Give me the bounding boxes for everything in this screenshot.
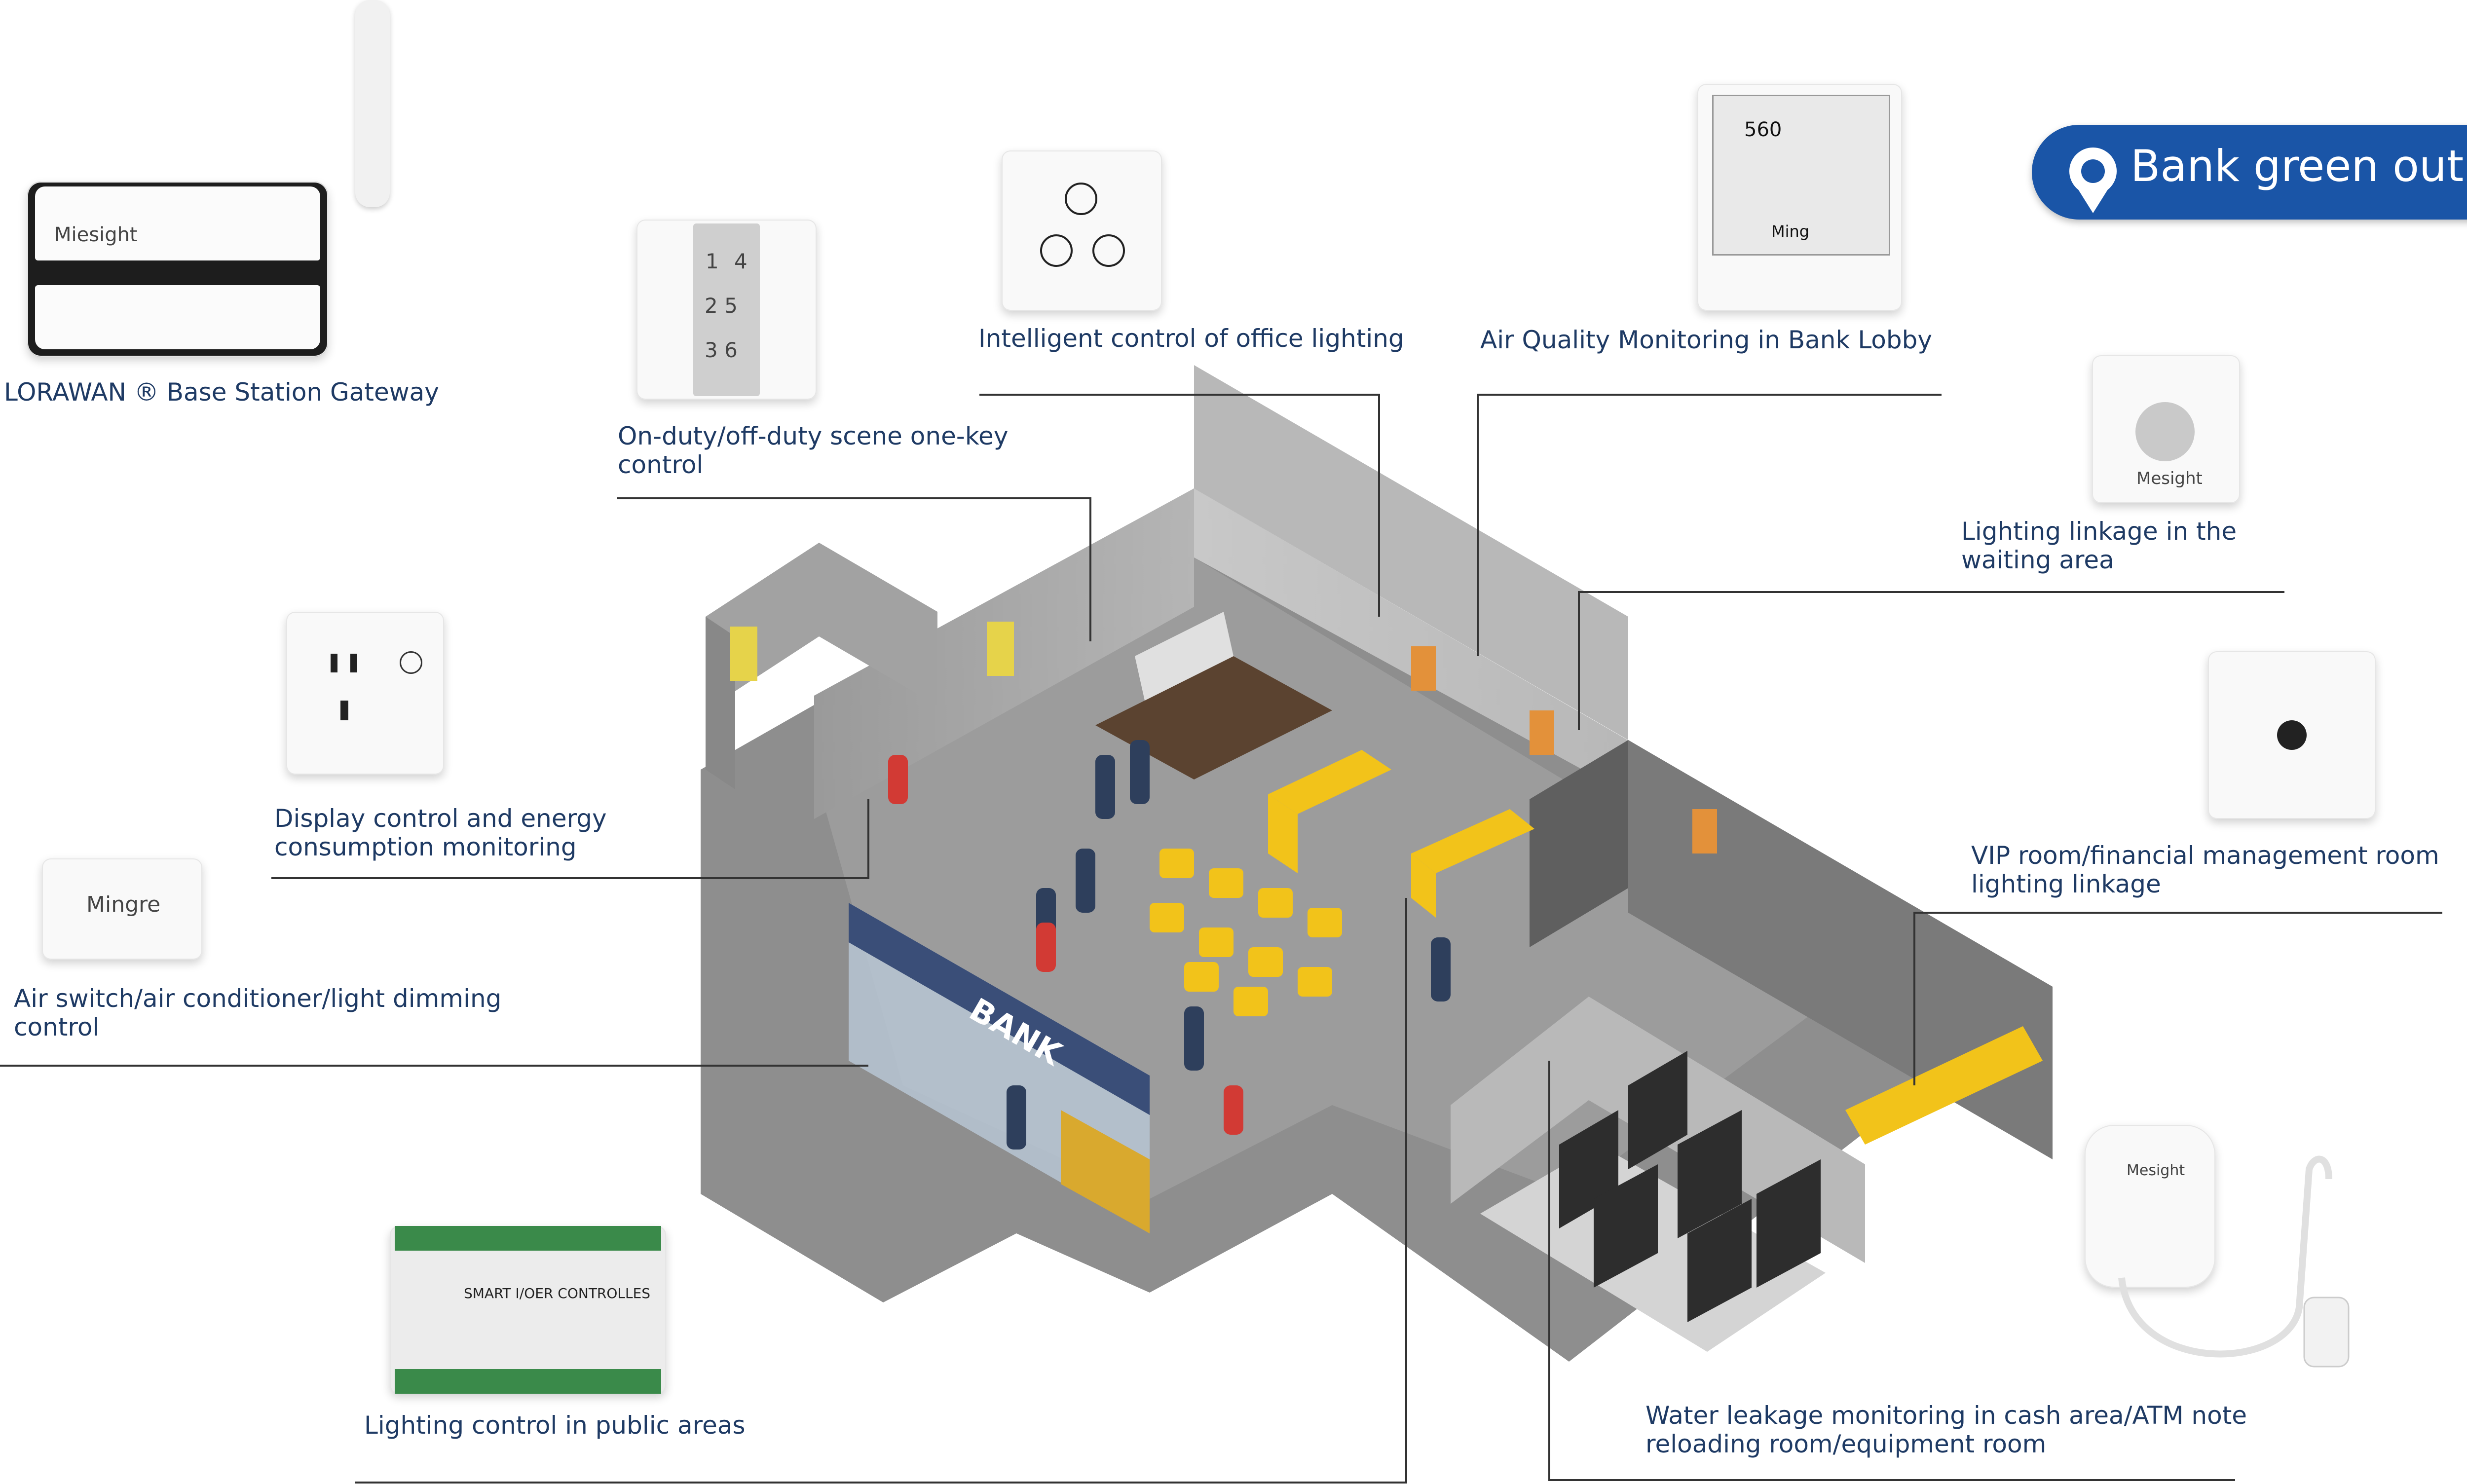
sensor-cable <box>2118 1155 2350 1368</box>
caption-switch-module: Air switch/air conditioner/light dimming… <box>14 984 502 1041</box>
scene-key-1: 1 <box>706 249 719 273</box>
caption-socket: Display control and energy consumption m… <box>274 804 607 861</box>
caption-controller: Lighting control in public areas <box>364 1411 746 1440</box>
scene-key-3-6: 3 6 <box>705 338 738 362</box>
smart-socket-device <box>286 612 444 775</box>
caption-scene-panel: On-duty/off-duty scene one-key control <box>618 422 1009 479</box>
caption-vip-room: VIP room/financial management room light… <box>1971 841 2439 898</box>
building-floor: BANK <box>701 365 2053 1362</box>
antenna <box>355 0 390 207</box>
scene-panel-device: 1 4 2 5 3 6 <box>636 220 817 400</box>
title-badge: Bank green outlets <box>2032 125 2467 220</box>
ceiling-sensor-device <box>2208 651 2376 819</box>
caption-water-leak: Water leakage monitoring in cash area/AT… <box>1645 1401 2247 1458</box>
water-leak-sensor-device: Mesight <box>2085 1125 2215 1288</box>
air-quality-monitor-device: 560 Ming <box>1697 84 1902 311</box>
switch-module-brand: Mingre <box>86 892 161 917</box>
three-key-switch-device <box>1002 150 1162 311</box>
motion-sensor-brand: Mesight <box>2136 469 2203 488</box>
air-quality-brand: Ming <box>1771 222 1810 241</box>
title-text: Bank green outlets <box>2131 141 2467 191</box>
gateway-device: Miesight <box>27 182 328 357</box>
caption-waiting-area: Lighting linkage in the waiting area <box>1961 517 2237 574</box>
leader-lines <box>0 394 2442 1484</box>
scene-key-4: 4 <box>734 249 748 273</box>
gateway-brand: Miesight <box>54 223 138 246</box>
caption-air-quality: Air Quality Monitoring in Bank Lobby <box>1480 326 1932 354</box>
caption-gateway: LORAWAN ® Base Station Gateway <box>4 378 439 407</box>
io-controller-device: SMART I/OER CONTROLLES <box>390 1226 666 1394</box>
location-pin-icon <box>2069 148 2117 213</box>
switch-module-device: Mingre <box>42 858 202 960</box>
io-controller-label: SMART I/OER CONTROLLES <box>464 1285 651 1301</box>
motion-sensor-device: Mesight <box>2092 355 2240 503</box>
water-leak-brand: Mesight <box>2127 1162 2185 1179</box>
caption-office-lighting: Intelligent control of office lighting <box>978 324 1404 353</box>
scene-key-2-5: 2 5 <box>705 294 738 318</box>
air-quality-readout: 560 <box>1744 118 1782 141</box>
